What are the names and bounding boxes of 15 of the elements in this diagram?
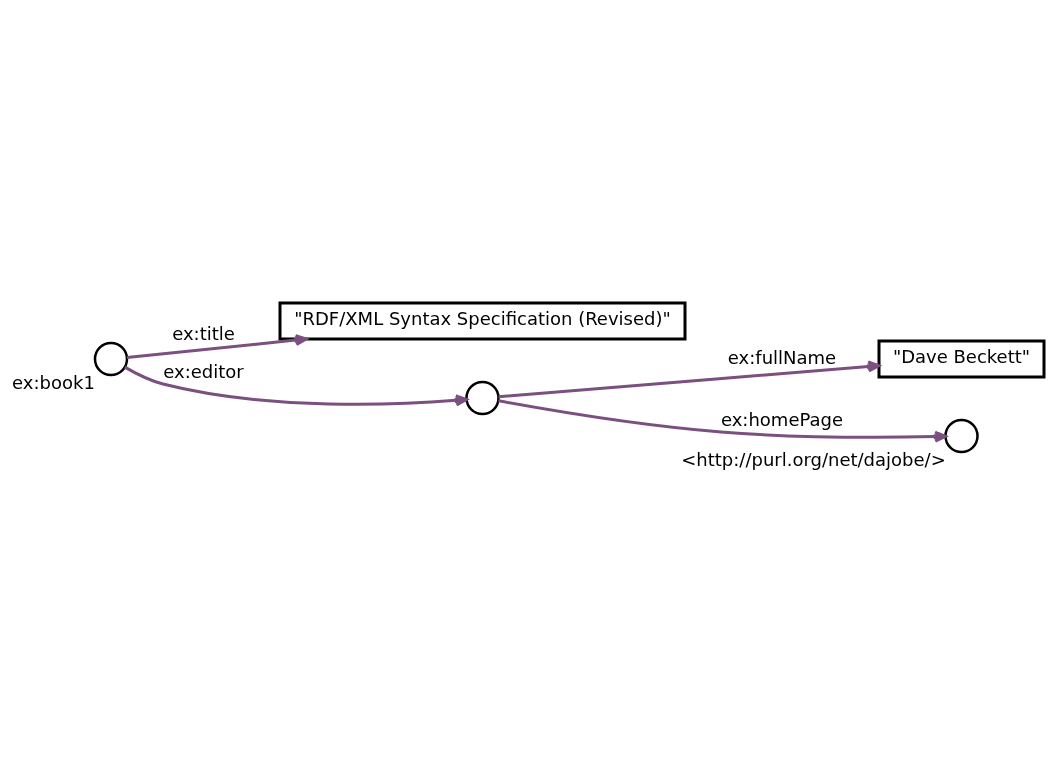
edge-label: ex:title (172, 323, 235, 345)
arrow (498, 399, 947, 443)
edge-label: ex:fullName (727, 347, 837, 369)
node-label: <http://purl.org/net/dajobe/> (681, 449, 946, 471)
edge-label: ex:editor (163, 361, 244, 383)
node-circle (465, 380, 500, 416)
arrow (124, 365, 468, 407)
node-circle (93, 341, 129, 377)
node-label: ex:book1 (12, 372, 95, 394)
arrow (498, 360, 881, 399)
node-box: "RDF/XML Syntax Specification (Revised)" (278, 301, 687, 341)
node-box: "Dave Beckett" (877, 339, 1046, 379)
edge-label: ex:homePage (720, 409, 844, 431)
node-circle (944, 418, 979, 454)
arrow (126, 334, 308, 359)
